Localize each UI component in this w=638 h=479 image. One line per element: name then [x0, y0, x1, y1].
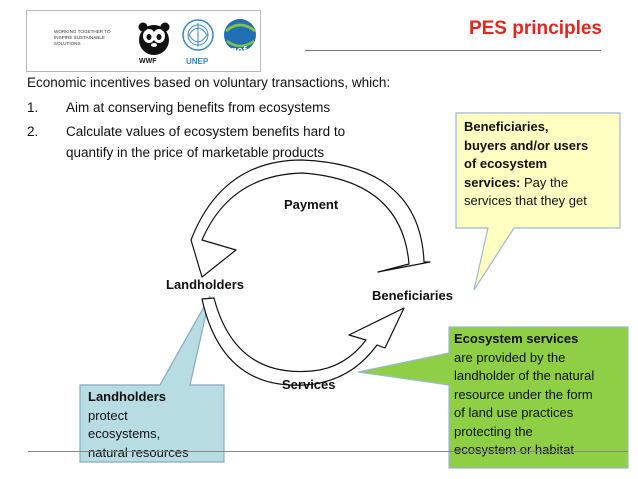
callout-heading: Ecosystem services	[454, 331, 579, 346]
payment-label: Payment	[284, 197, 339, 212]
services-label: Services	[282, 377, 336, 392]
callout-body: of land use practices	[454, 405, 574, 420]
callout-body: landholder of the natural	[454, 368, 595, 383]
intro-lead: Economic incentives based on voluntary t…	[27, 75, 391, 90]
tagline-line: WORKING TOGETHER TO	[54, 29, 111, 34]
callout-heading: Beneficiaries,	[464, 119, 549, 134]
landholders-callout-text: Landholders protect ecosystems, natural …	[88, 388, 188, 462]
footer-divider	[28, 451, 628, 452]
landholders-label: Landholders	[166, 277, 245, 292]
callout-heading: Landholders	[88, 389, 167, 404]
callout-body: ecosystems,	[88, 426, 161, 441]
payment-flow-arrow	[190, 159, 431, 278]
callout-heading: services:	[464, 174, 521, 190]
landholders-callout-shape	[79, 295, 225, 463]
callout-body: are provided by the	[454, 349, 566, 365]
page-title: PES principles	[468, 18, 602, 39]
list-item-text: Aim at conserving benefits from ecosyste…	[66, 100, 331, 115]
wwf-panda-icon	[135, 18, 173, 56]
callout-heading: of ecosystem	[464, 156, 548, 171]
beneficiaries-callout-shape	[455, 112, 621, 291]
callout-body: protect	[88, 407, 128, 423]
partner-logos: WORKING TOGETHER TO INSPIRE SUSTAINABLE …	[26, 10, 261, 72]
callout-body: natural resources	[88, 444, 189, 460]
beneficiaries-label: Beneficiaries	[372, 288, 453, 303]
title-divider	[305, 50, 601, 51]
list-item-text: Calculate values of ecosystem benefits h…	[66, 124, 346, 139]
list-number: 2.	[27, 124, 39, 139]
beneficiaries-callout-text: Beneficiaries, buyers and/or users of ec…	[464, 118, 588, 211]
unep-logo-text: UNEP	[186, 57, 209, 66]
logo-marks	[135, 17, 256, 56]
ecosystem-callout-shape	[357, 326, 629, 469]
callout-body: protecting the	[454, 423, 533, 439]
gef-logo-text: gef	[230, 45, 247, 57]
gef-globe-icon	[224, 19, 256, 51]
callout-body: resource under the form	[454, 386, 593, 402]
ecosystem-callout-text: Ecosystem services are provided by the l…	[454, 330, 594, 460]
unep-emblem-icon	[180, 17, 216, 53]
services-flow-arrow	[201, 297, 405, 386]
tagline-line: INSPIRE SUSTAINABLE	[54, 35, 105, 40]
logo-tagline: WORKING TOGETHER TO INSPIRE SUSTAINABLE …	[54, 29, 134, 47]
list-item-text: quantify in the price of marketable prod…	[66, 145, 325, 160]
tagline-line: SOLUTIONS	[54, 41, 81, 46]
callout-body: Pay the	[520, 174, 569, 190]
callout-body: ecosystem or habitat	[454, 442, 574, 457]
wwf-logo-text: WWF	[139, 58, 157, 65]
callout-body: services that they get	[464, 193, 587, 208]
callout-heading: buyers and/or users	[464, 137, 589, 153]
list-number: 1.	[27, 100, 39, 115]
